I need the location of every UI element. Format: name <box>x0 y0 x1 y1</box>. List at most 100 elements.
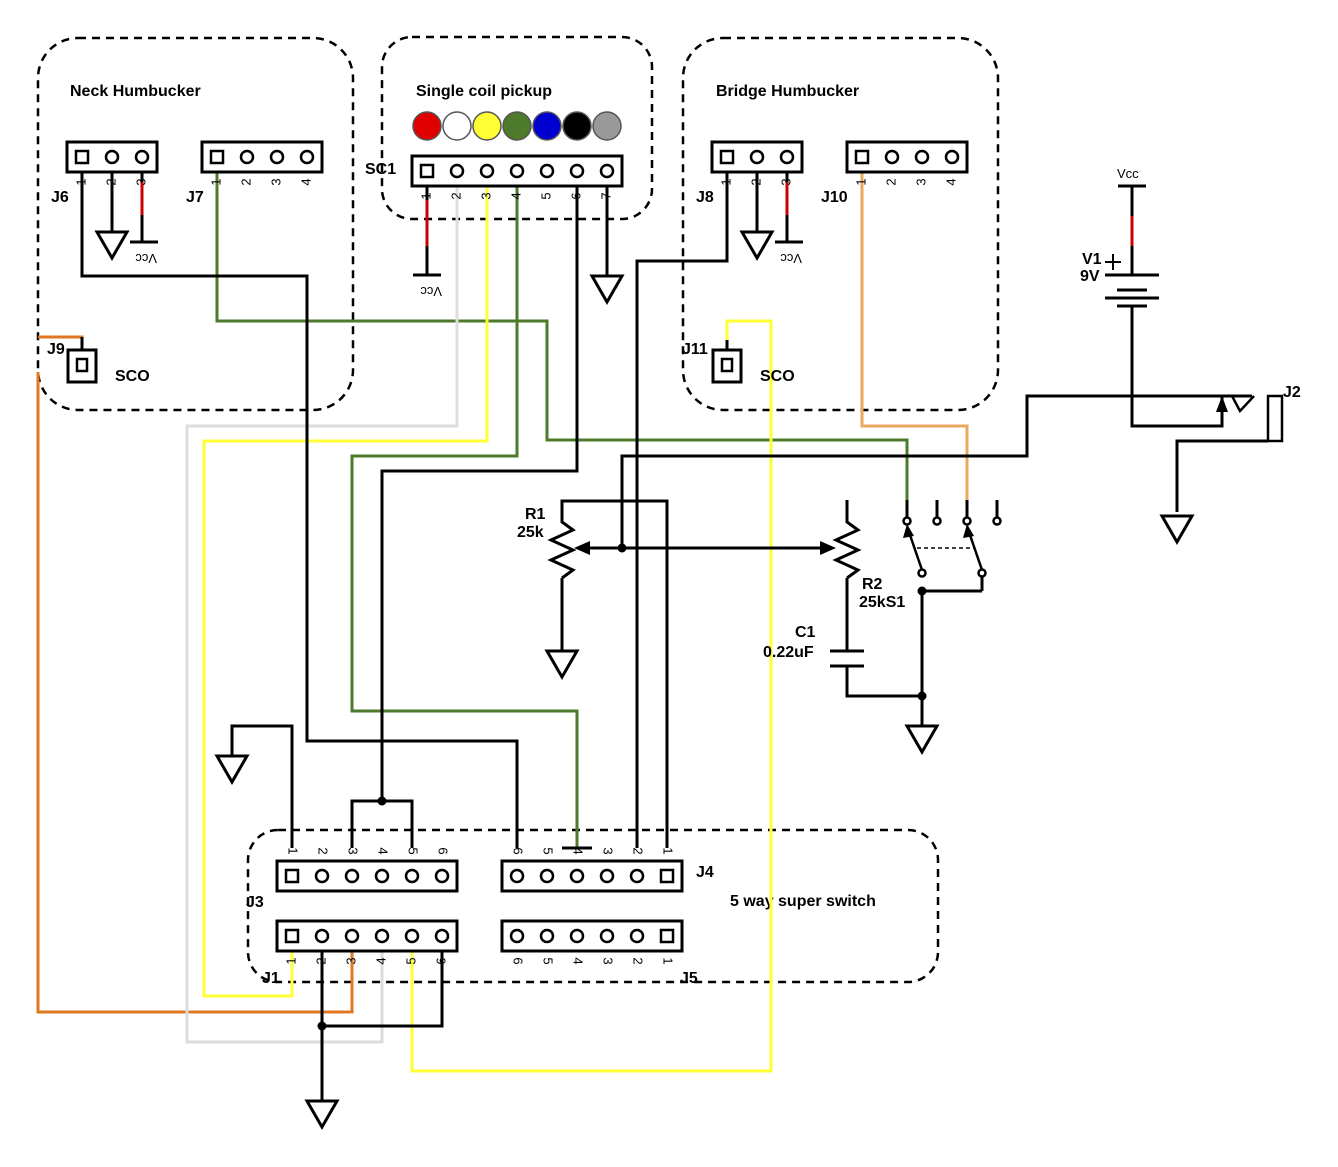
pin-1-pad <box>419 163 435 179</box>
black-wiring <box>80 157 1268 1101</box>
pickup-wire-color-swatches <box>412 111 622 141</box>
pin-pad <box>374 928 390 944</box>
pin-pad <box>749 149 765 165</box>
color-swatch <box>442 111 472 141</box>
pin-number: 3 <box>778 178 793 185</box>
pin-pad <box>344 868 360 884</box>
pin-pad <box>344 928 360 944</box>
pin-pad <box>314 928 330 944</box>
pin-number: 3 <box>343 957 358 964</box>
wire-yellow-j11 <box>410 319 773 1073</box>
pin-number: 2 <box>448 192 463 199</box>
vcc-label-j8: Vcc <box>780 251 802 266</box>
pin-number: 3 <box>913 178 928 185</box>
pin-1-pad <box>284 868 300 884</box>
r1-potentiometer <box>547 515 577 580</box>
pin-number: 4 <box>571 847 586 854</box>
color-swatch <box>502 111 532 141</box>
j2-jack <box>1216 394 1284 443</box>
color-swatch <box>472 111 502 141</box>
single-coil-title: Single coil pickup <box>416 83 552 100</box>
ground-symbols <box>94 230 1195 1131</box>
pin-number: 2 <box>883 178 898 185</box>
label-j11: J11 <box>682 341 708 358</box>
label-j8: J8 <box>696 189 714 206</box>
pin-pad <box>599 163 615 179</box>
wire-orange-main <box>36 372 354 1014</box>
pin-number: 4 <box>571 957 586 964</box>
junction-dot <box>917 586 927 596</box>
neck-humbucker-title: Neck Humbucker <box>70 83 201 100</box>
pin-number: 5 <box>403 957 418 964</box>
pin-number: 6 <box>436 847 451 854</box>
pin-pad <box>314 868 330 884</box>
pin-number: 1 <box>283 957 298 964</box>
pin-number: 1 <box>661 847 676 854</box>
pin-number: 6 <box>511 847 526 854</box>
vcc-label-sc1: Vcc <box>420 284 442 299</box>
pin-1-pad <box>209 149 225 165</box>
label-sc1: SC1 <box>365 161 396 178</box>
wire-yellow-sc1 <box>202 171 489 998</box>
wire-gray-sc1 <box>185 171 459 1044</box>
pin-pad <box>434 868 450 884</box>
pin-number: 2 <box>631 847 646 854</box>
color-swatch <box>592 111 622 141</box>
r1-wiper-arrow <box>574 541 590 555</box>
pin-number: 1 <box>286 847 301 854</box>
pin-1-pad <box>659 928 675 944</box>
pin-pad <box>134 149 150 165</box>
pin-number: 1 <box>418 192 433 199</box>
pin-number: 7 <box>598 192 613 199</box>
pin-pad <box>569 163 585 179</box>
pin-number: 5 <box>538 192 553 199</box>
pin-pad <box>509 928 525 944</box>
wire-tan-j10 <box>860 157 969 500</box>
label-r1: R1 <box>525 506 546 523</box>
junction-dot <box>377 796 387 806</box>
pin-number: 5 <box>541 847 556 854</box>
pin-pad <box>539 163 555 179</box>
pin-pad <box>629 928 645 944</box>
junction-dot <box>617 543 627 553</box>
label-j6: J6 <box>51 189 69 206</box>
pin-pad <box>404 928 420 944</box>
label-v1: V1 <box>1082 251 1102 268</box>
label-j3: J3 <box>246 894 264 911</box>
label-j4: J4 <box>696 864 714 881</box>
label-r2: R2 <box>862 576 883 593</box>
pin-number: 2 <box>631 957 646 964</box>
pin-number: 4 <box>943 178 958 185</box>
pin-1-pad <box>284 928 300 944</box>
pin-pad <box>884 149 900 165</box>
pin-pad <box>449 163 465 179</box>
pin-number: 2 <box>238 178 253 185</box>
pin-number: 3 <box>133 178 148 185</box>
pin-number: 5 <box>406 847 421 854</box>
pin-pad <box>509 163 525 179</box>
pin-number: 2 <box>748 178 763 185</box>
pin-number: 4 <box>298 178 313 185</box>
pin-number: 3 <box>478 192 493 199</box>
pin-1-pad <box>854 149 870 165</box>
pin-number: 6 <box>568 192 583 199</box>
pin-number: 2 <box>313 957 328 964</box>
pin-number: 1 <box>73 178 88 185</box>
label-j5: J5 <box>680 970 698 987</box>
pin-pad <box>509 868 525 884</box>
pin-number: 2 <box>316 847 331 854</box>
pin-pad <box>404 868 420 884</box>
pin-number: 3 <box>601 957 616 964</box>
j9-pad <box>75 357 89 373</box>
pin-pad <box>569 928 585 944</box>
pin-number: 3 <box>268 178 283 185</box>
pin-1-pad <box>74 149 90 165</box>
pin-number: 1 <box>661 957 676 964</box>
